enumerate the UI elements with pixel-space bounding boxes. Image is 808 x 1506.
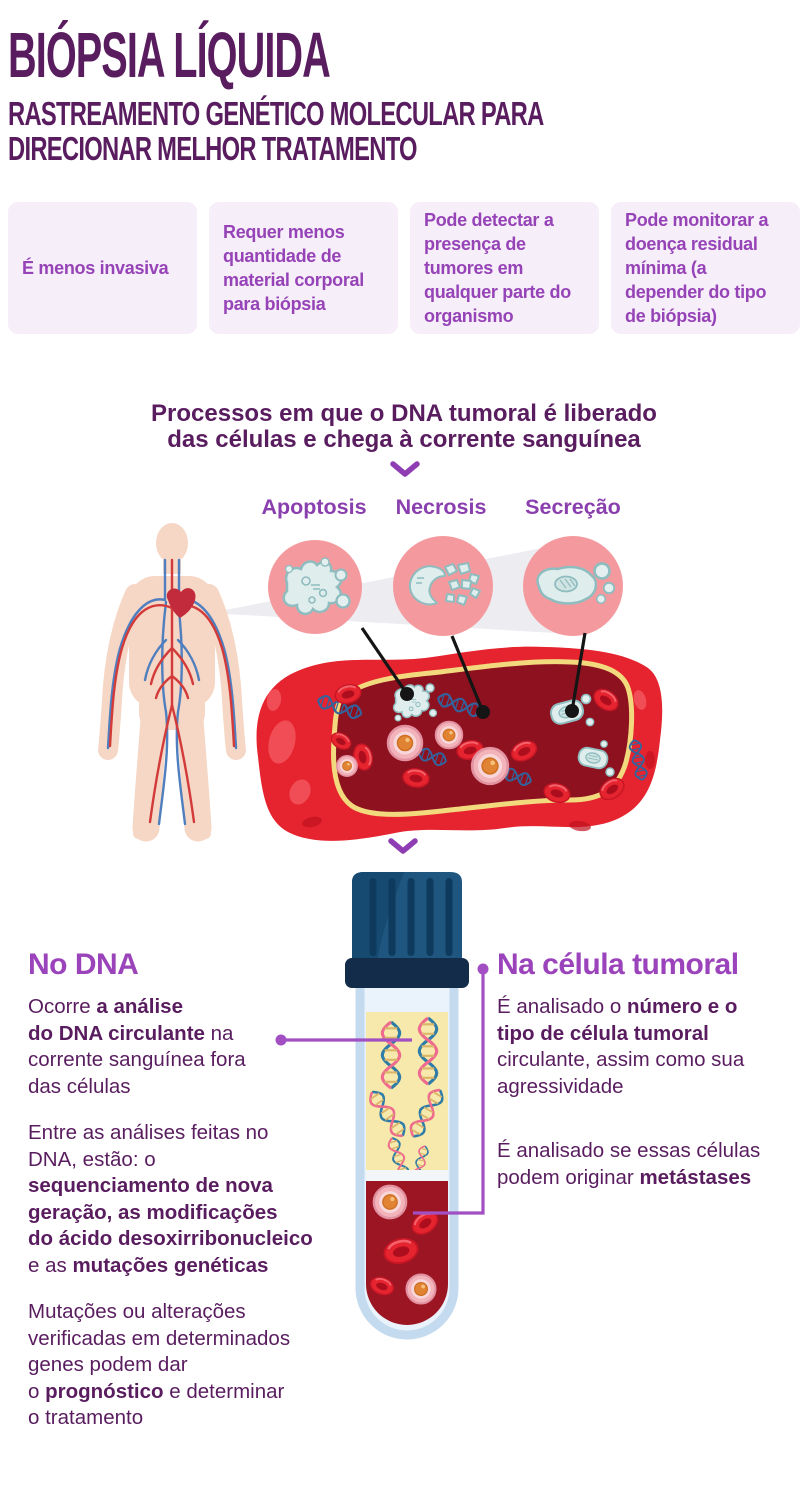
chevron-down-icon xyxy=(388,838,418,854)
tube-body xyxy=(355,988,459,1340)
header: BIÓPSIA LÍQUIDA RASTREAMENTO GENÉTICO MO… xyxy=(8,22,788,166)
chevron-down-icon xyxy=(390,461,420,477)
dna-paragraph-3: Mutações ou alterações verificadas em de… xyxy=(28,1300,291,1429)
dna-analysis-section: No DNA Ocorre a análise do DNA circulant… xyxy=(28,948,363,1452)
subtitle-line-1: RASTREAMENTO GENÉTICO MOLECULAR PARA xyxy=(8,95,544,132)
page-subtitle: RASTREAMENTO GENÉTICO MOLECULAR PARA DIR… xyxy=(8,96,788,166)
process-heading: Processos em que o DNA tumoral é liberad… xyxy=(0,401,808,453)
blood-vessel-illustration xyxy=(256,646,663,841)
pathway-label-necrosis: Necrosis xyxy=(395,495,487,519)
tumor-paragraph-2: É analisado se essas células podem origi… xyxy=(497,1139,761,1189)
process-heading-line-1: Processos em que o DNA tumoral é liberad… xyxy=(151,400,657,427)
benefit-text-2: Requer menos quantidade de material corp… xyxy=(223,222,364,314)
process-heading-line-2: das células e chega à corrente sanguínea xyxy=(167,426,641,453)
page-title: BIÓPSIA LÍQUIDA xyxy=(8,19,331,91)
pathway-label-apoptosis: Apoptosis xyxy=(261,495,367,519)
pathway-label-secrecao: Secreção xyxy=(525,495,621,519)
callout-beam xyxy=(210,542,573,634)
benefit-text-4: Pode monitorar a doença residual mínima … xyxy=(625,210,769,326)
heart xyxy=(166,588,196,618)
benefit-card-4: Pode monitorar a doença residual mínima … xyxy=(611,202,800,334)
pathway-circles xyxy=(268,536,623,636)
benefit-card-1: É menos invasiva xyxy=(8,202,197,334)
benefit-text-3: Pode detectar a presença de tumores em q… xyxy=(424,210,571,326)
dna-paragraph-2: Entre as análises feitas no DNA, estão: … xyxy=(28,1121,313,1277)
tube-glass xyxy=(355,988,459,1340)
pathway-pointer-lines xyxy=(360,627,587,719)
benefit-card-2: Requer menos quantidade de material corp… xyxy=(209,202,398,334)
tumor-section-heading: Na célula tumoral xyxy=(497,948,739,981)
necrosis-circle xyxy=(393,536,493,636)
test-tube-illustration xyxy=(345,872,469,1340)
secrecao-cell-icon xyxy=(536,562,616,605)
subtitle-line-2: DIRECIONAR MELHOR TRATAMENTO xyxy=(8,130,418,167)
benefit-card-3: Pode detectar a presença de tumores em q… xyxy=(410,202,599,334)
dna-paragraph-1: Ocorre a análise do DNA circulante na co… xyxy=(28,995,246,1098)
release-processes-illustration xyxy=(98,523,663,842)
dna-section-heading: No DNA xyxy=(28,948,139,981)
tumor-cell-analysis-section: Na célula tumoral É analisado o número e… xyxy=(497,948,797,1211)
tube-cap xyxy=(345,872,469,988)
benefit-text-1: É menos invasiva xyxy=(22,258,169,278)
benefit-cards: É menos invasiva Requer menos quantidade… xyxy=(8,202,800,334)
necrosis-cell-icon xyxy=(409,562,481,606)
tumor-paragraph-1: É analisado o número e o tipo de célula … xyxy=(497,995,745,1098)
human-body-illustration xyxy=(98,523,246,842)
